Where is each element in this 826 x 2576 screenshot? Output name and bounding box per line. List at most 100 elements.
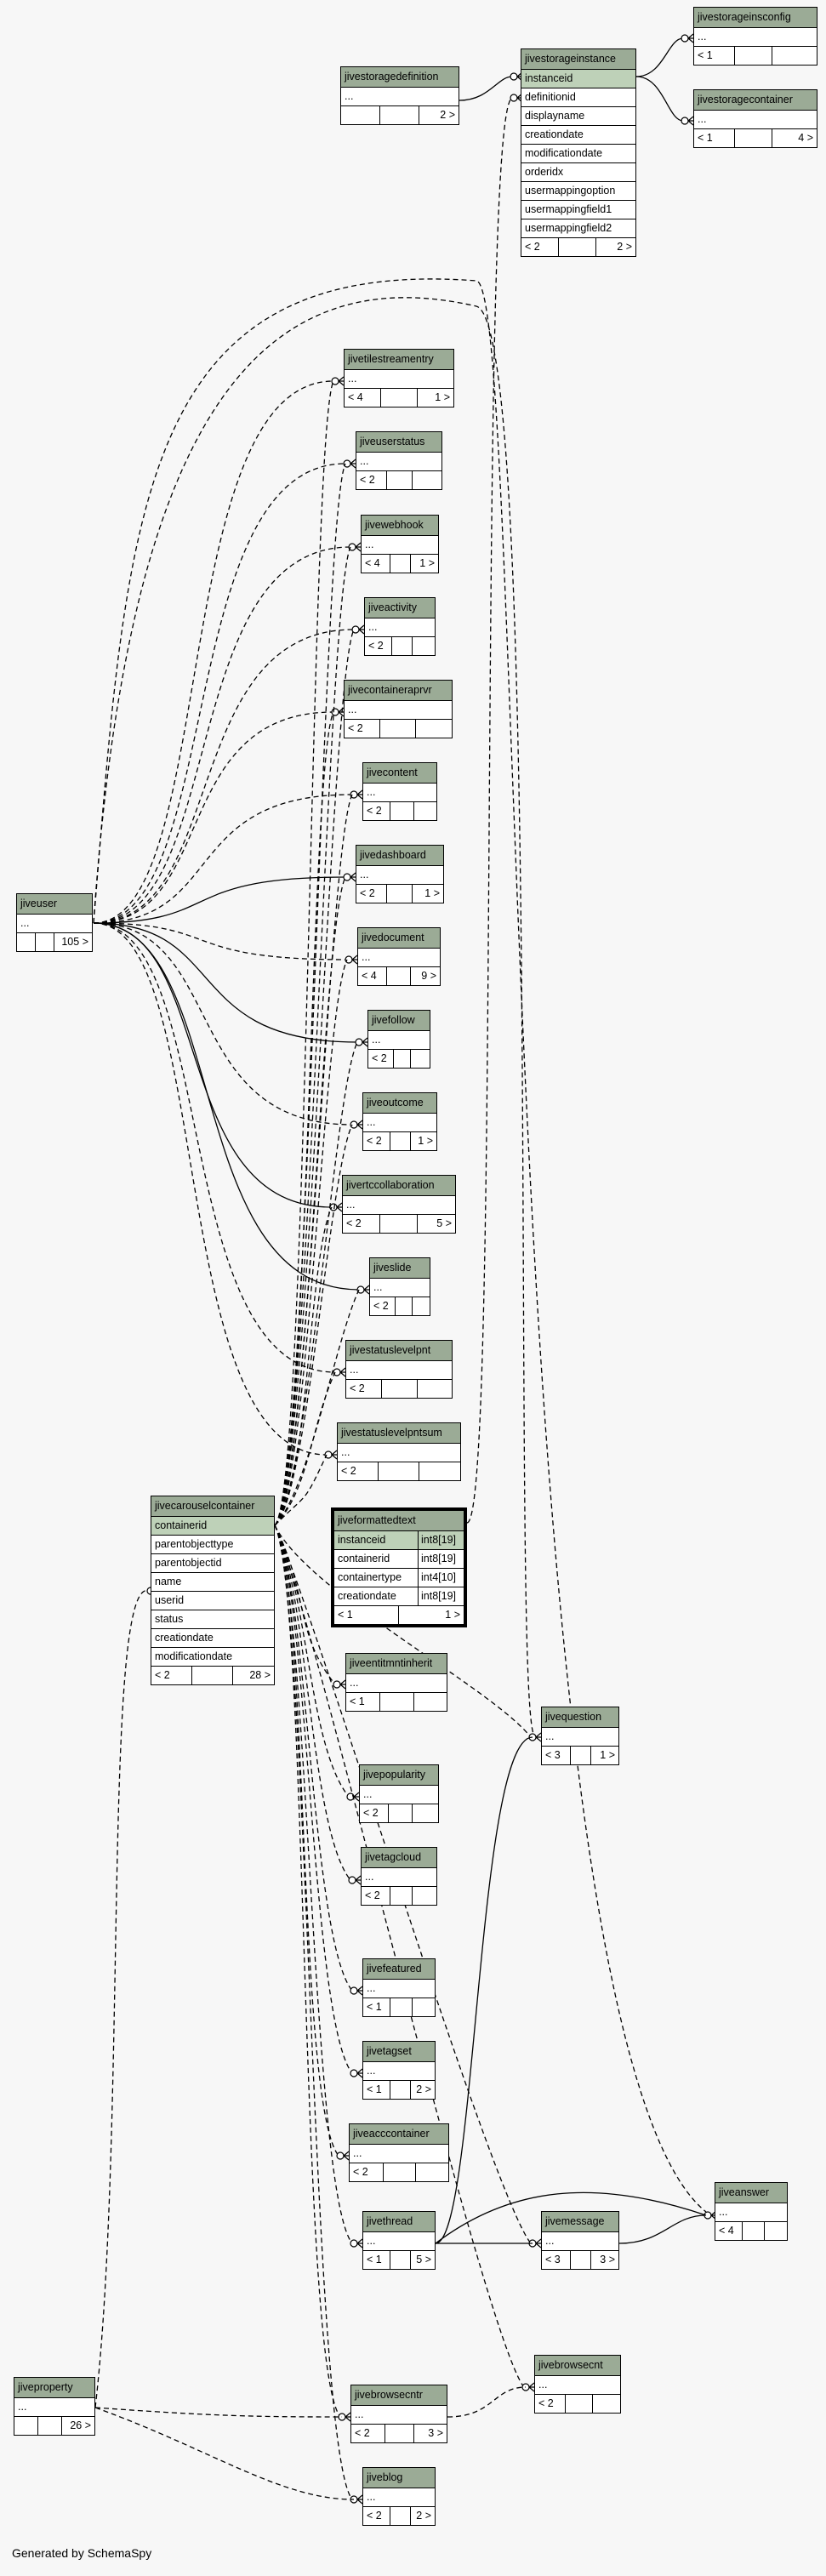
table-jivebrowsecntr[interactable]: jivebrowsecntr ... < 2 3 > <box>350 2385 447 2443</box>
relationship-line <box>93 922 358 1043</box>
column-row: ... <box>345 370 453 389</box>
table-jiveactivity[interactable]: jiveactivity ... < 2 <box>364 597 436 656</box>
table-jiveblog[interactable]: jiveblog ... < 2 2 > <box>362 2467 436 2526</box>
column-row: ... <box>350 2145 448 2163</box>
table-jivestorageinsconfig[interactable]: jivestorageinsconfig ... < 1 <box>693 7 817 66</box>
footer-spacer <box>381 389 418 407</box>
table-jivedashboard[interactable]: jivedashboard ... < 2 1 > <box>356 845 444 903</box>
crowfoot-marker <box>363 1285 370 1295</box>
child-count <box>413 1998 435 2016</box>
table-jivestorageinstance[interactable]: jivestorageinstance instanceid definitio… <box>521 48 636 257</box>
relationship-line <box>94 2407 343 2418</box>
table-jiveslide[interactable]: jiveslide ... < 2 <box>369 1257 430 1316</box>
table-jiveuserstatus[interactable]: jiveuserstatus ... < 2 <box>356 431 442 490</box>
table-jivefeatured[interactable]: jivefeatured ... < 1 <box>362 1958 436 2017</box>
table-jivefollow[interactable]: jivefollow ... < 2 <box>367 1010 430 1069</box>
optional-marker <box>510 72 518 81</box>
table-jiveproperty[interactable]: jiveproperty ... 26 > <box>14 2377 95 2436</box>
table-name: jiveuserstatus <box>356 432 441 453</box>
column-creationdate: creationdate <box>521 126 635 145</box>
child-count: 1 > <box>445 1609 460 1621</box>
relationship-line <box>435 2191 707 2244</box>
child-count: 3 > <box>600 2254 615 2265</box>
table-footer: < 2 5 > <box>343 1215 455 1233</box>
footer-spacer <box>380 720 416 738</box>
table-jivestoragedefinition[interactable]: jivestoragedefinition ... 2 > <box>340 66 459 125</box>
table-jiveformattedtext[interactable]: jiveformattedtext instanceid int8[19] co… <box>331 1507 467 1627</box>
child-count <box>772 47 817 65</box>
optional-marker <box>510 94 518 102</box>
crowfoot-marker <box>338 376 345 386</box>
table-jiveuser[interactable]: jiveuser ... 105 > <box>16 893 93 952</box>
column-instanceid: instanceid <box>521 70 635 88</box>
table-jivestoragecontainer[interactable]: jivestoragecontainer ... < 1 4 > <box>693 89 817 148</box>
table-jivestatuslevelpntsum[interactable]: jivestatuslevelpntsum ... < 2 <box>337 1422 461 1481</box>
child-count: 1 > <box>418 1135 433 1147</box>
table-jivetagset[interactable]: jivetagset ... < 1 2 > <box>362 2041 436 2100</box>
child-count <box>593 2395 620 2413</box>
column-row: ... <box>535 2376 620 2395</box>
relationship-line <box>274 1525 532 1738</box>
table-jivecarouselcontainer[interactable]: jivecarouselcontainer containerid parent… <box>151 1496 275 1685</box>
table-footer: < 4 9 > <box>358 967 440 985</box>
column-row: ... <box>362 536 438 555</box>
table-jiveacccontainer[interactable]: jiveacccontainer ... < 2 <box>349 2123 449 2182</box>
table-jivemessage[interactable]: jivemessage ... < 3 3 > <box>541 2211 619 2270</box>
table-jivestatuslevelpnt[interactable]: jivestatuslevelpnt ... < 2 <box>345 1340 453 1399</box>
parent-count: < 4 <box>715 2222 743 2240</box>
table-jivetagcloud[interactable]: jivetagcloud ... < 2 <box>361 1847 437 1906</box>
parent-count: < 2 <box>363 2507 390 2525</box>
table-jivewebhook[interactable]: jivewebhook ... < 4 1 > <box>361 515 439 573</box>
relationship-line <box>93 922 328 1456</box>
table-jiveentitmntinherit[interactable]: jiveentitmntinherit ... < 1 <box>345 1653 447 1712</box>
table-jiveanswer[interactable]: jiveanswer ... < 4 <box>715 2182 788 2241</box>
table-footer: 105 > <box>17 933 92 951</box>
parent-count: < 1 <box>363 2081 390 2099</box>
table-name: jivecarouselcontainer <box>151 1496 274 1517</box>
relationship-line <box>93 711 334 924</box>
child-count: 5 > <box>436 1217 452 1229</box>
table-jivecontaineraprvr[interactable]: jivecontaineraprvr ... < 2 <box>344 680 453 738</box>
table-jivecontent[interactable]: jivecontent ... < 2 <box>362 762 437 821</box>
table-jivertccollaboration[interactable]: jivertccollaboration ... < 2 5 > <box>342 1175 456 1234</box>
column-type: int4[10] <box>418 1569 464 1587</box>
table-jivetilestreamentry[interactable]: jivetilestreamentry ... < 4 1 > <box>344 349 454 407</box>
crowfoot-marker <box>535 2238 542 2248</box>
table-jivedocument[interactable]: jivedocument ... < 4 9 > <box>357 927 441 986</box>
crowfoot-marker <box>358 624 365 635</box>
table-name: jiveformattedtext <box>334 1511 464 1531</box>
table-jiveoutcome[interactable]: jiveoutcome ... < 2 1 > <box>362 1092 437 1151</box>
table-jivebrowsecnt[interactable]: jivebrowsecnt ... < 2 <box>534 2355 621 2414</box>
parent-count: < 1 <box>346 1693 380 1711</box>
parent-count: < 3 <box>542 1747 571 1764</box>
column-displayname: displayname <box>521 107 635 126</box>
footer-spacer <box>390 2081 411 2099</box>
table-name: jivecontent <box>363 763 436 784</box>
relationship-line <box>274 1525 353 2074</box>
footer-spacer <box>380 1693 414 1711</box>
column-status: status <box>151 1610 274 1629</box>
table-footer: < 2 <box>350 2163 448 2181</box>
table-footer: < 1 <box>694 47 817 65</box>
relationship-line <box>274 1525 353 2500</box>
table-footer: < 1 5 > <box>363 2251 435 2269</box>
table-name: jivestatuslevelpnt <box>346 1341 452 1361</box>
table-jivequestion[interactable]: jivequestion ... < 3 1 > <box>541 1707 619 1765</box>
column-row: ... <box>343 1196 455 1215</box>
footer-spacer <box>385 2425 414 2442</box>
relationship-line <box>93 922 336 1373</box>
child-count: 1 > <box>424 887 440 899</box>
optional-marker <box>681 34 689 43</box>
table-jivethread[interactable]: jivethread ... < 1 5 > <box>362 2211 436 2270</box>
parent-count: < 2 <box>360 1804 389 1822</box>
column-row: ... <box>346 1361 452 1380</box>
crowfoot-marker <box>356 1120 363 1130</box>
table-name: jivetagset <box>363 2042 435 2062</box>
table-jivepopularity[interactable]: jivepopularity ... < 2 <box>359 1764 439 1823</box>
child-count <box>414 1693 447 1711</box>
relationship-line <box>93 922 348 960</box>
child-count <box>413 637 435 655</box>
column-usermappingoption: usermappingoption <box>521 182 635 201</box>
relationship-line <box>93 629 355 924</box>
